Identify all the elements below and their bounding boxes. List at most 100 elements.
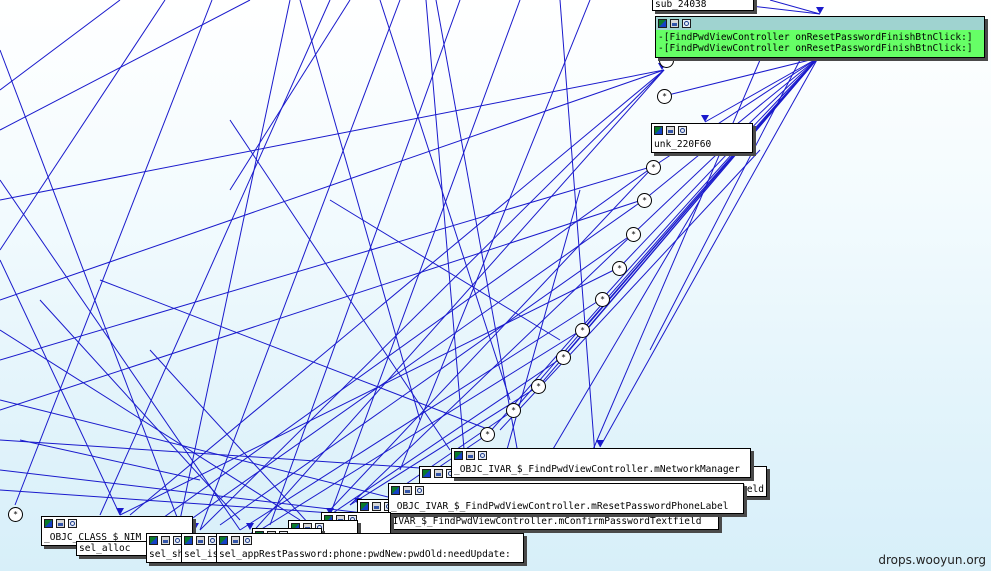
graph-edge	[229, 0, 351, 191]
node-label: sel_appRestPassword:phone:pwdNew:pwdOld:…	[219, 549, 511, 560]
graph-edge	[599, 57, 819, 448]
graph-edge	[239, 297, 604, 531]
zoom-icon[interactable]	[415, 486, 424, 495]
node-label: sel_is	[184, 549, 219, 560]
node-sel-alloc[interactable]: sel_alloc	[76, 541, 150, 556]
graph-edge-arrowhead	[701, 115, 709, 122]
graph-edge	[0, 329, 301, 521]
node-header	[147, 534, 215, 547]
graph-edge	[99, 0, 331, 516]
junction-marker[interactable]: *	[8, 507, 23, 522]
graph-icon[interactable]	[403, 486, 412, 495]
color-icon[interactable]	[454, 451, 463, 460]
zoom-icon[interactable]	[682, 19, 691, 28]
graph-edge	[0, 489, 361, 516]
graph-edge-arrowhead	[246, 523, 254, 530]
graph-edge	[219, 232, 635, 526]
graph-edge	[14, 0, 213, 506]
graph-edge	[0, 49, 181, 526]
graph-icon[interactable]	[56, 519, 65, 528]
node-ivar-network-manager[interactable]: _OBJC_IVAR_$_FindPwdViewController.mNetw…	[451, 448, 751, 478]
junction-marker[interactable]: *	[612, 261, 627, 276]
node-label: _OBJC_IVAR_$_FindPwdViewController.mNetw…	[454, 464, 740, 475]
graph-edge	[229, 119, 451, 451]
graph-icon[interactable]	[161, 536, 170, 545]
graph-edge	[435, 0, 531, 521]
color-icon[interactable]	[149, 536, 158, 545]
junction-marker[interactable]: *	[646, 160, 661, 175]
color-icon[interactable]	[360, 502, 369, 511]
graph-edge	[665, 57, 819, 61]
graph-edge	[619, 57, 819, 268]
color-icon[interactable]	[184, 536, 193, 545]
color-icon[interactable]	[219, 536, 228, 545]
graph-edge-arrowhead	[191, 523, 199, 530]
zoom-icon[interactable]	[678, 126, 687, 135]
graph-edge	[0, 469, 381, 516]
graph-edge	[704, 57, 819, 123]
graph-edge	[119, 266, 621, 516]
zoom-icon[interactable]	[68, 519, 77, 528]
junction-marker[interactable]: *	[637, 193, 652, 208]
watermark-text: drops.wooyun.org	[878, 553, 986, 567]
graph-icon[interactable]	[231, 536, 240, 545]
node-label: unk_220F60	[654, 139, 712, 150]
color-icon[interactable]	[44, 519, 53, 528]
graph-edge	[0, 439, 451, 471]
graph-edge	[649, 59, 801, 351]
graph-edge	[329, 199, 561, 341]
node-header	[42, 517, 192, 530]
junction-marker[interactable]: *	[531, 379, 546, 394]
junction-marker[interactable]: *	[575, 323, 590, 338]
graph-edge	[19, 439, 201, 481]
node-unk-220f60[interactable]: unk_220F60	[651, 123, 753, 153]
node-sub-24038[interactable]: sub_24038	[652, 0, 754, 11]
color-icon[interactable]	[654, 126, 663, 135]
node-header	[652, 124, 752, 137]
node-header	[452, 449, 750, 462]
junction-marker[interactable]: *	[556, 350, 571, 365]
node-label: _OBJC_CLASS_$_NIM	[44, 532, 142, 543]
junction-marker[interactable]: *	[626, 227, 641, 242]
graph-edge-arrowhead	[326, 508, 334, 515]
graph-edge	[99, 279, 491, 431]
junction-marker[interactable]: *	[506, 403, 521, 418]
color-icon[interactable]	[422, 469, 431, 478]
graph-edge	[249, 69, 665, 536]
graph-edge	[189, 198, 646, 521]
zoom-icon[interactable]	[243, 536, 252, 545]
graph-edge	[0, 69, 665, 301]
color-icon[interactable]	[391, 486, 400, 495]
graph-edge	[299, 0, 421, 421]
graph-icon[interactable]	[466, 451, 475, 460]
node-label: OBJC_IVAR_$_FindPwdViewController.mConfi…	[364, 516, 702, 527]
junction-marker[interactable]: *	[657, 89, 672, 104]
graph-edge	[425, 0, 471, 521]
junction-marker[interactable]: *	[595, 292, 610, 307]
graph-edge	[769, 0, 821, 15]
graph-edge-arrowhead	[816, 7, 824, 14]
graph-edge	[663, 57, 819, 97]
graph-edge	[269, 0, 461, 526]
graph-icon[interactable]	[372, 502, 381, 511]
junction-marker[interactable]: *	[480, 427, 495, 442]
node-ivar-reset-phone-label[interactable]: _OBJC_IVAR_$_FindPwdViewController.mRese…	[388, 483, 744, 514]
color-icon[interactable]	[658, 19, 667, 28]
zoom-icon[interactable]	[478, 451, 487, 460]
graph-icon[interactable]	[196, 536, 205, 545]
node-label: -[FindPwdViewController onResetPasswordF…	[658, 43, 973, 54]
graph-edge	[0, 179, 241, 531]
node-onreset-password-finish[interactable]: -[FindPwdViewController onResetPasswordF…	[655, 16, 985, 58]
graph-edge	[0, 69, 665, 201]
graph-icon[interactable]	[434, 469, 443, 478]
graph-icon[interactable]	[666, 126, 675, 135]
node-header	[217, 534, 523, 547]
graph-edge	[487, 57, 819, 435]
graph-icon[interactable]	[670, 19, 679, 28]
graph-edge	[379, 0, 511, 401]
node-sel-app-rest-password[interactable]: sel_appRestPassword:phone:pwdNew:pwdOld:…	[216, 533, 524, 563]
node-label: ield	[741, 484, 764, 495]
graph-edge	[0, 0, 251, 131]
graph-edge	[199, 69, 665, 531]
